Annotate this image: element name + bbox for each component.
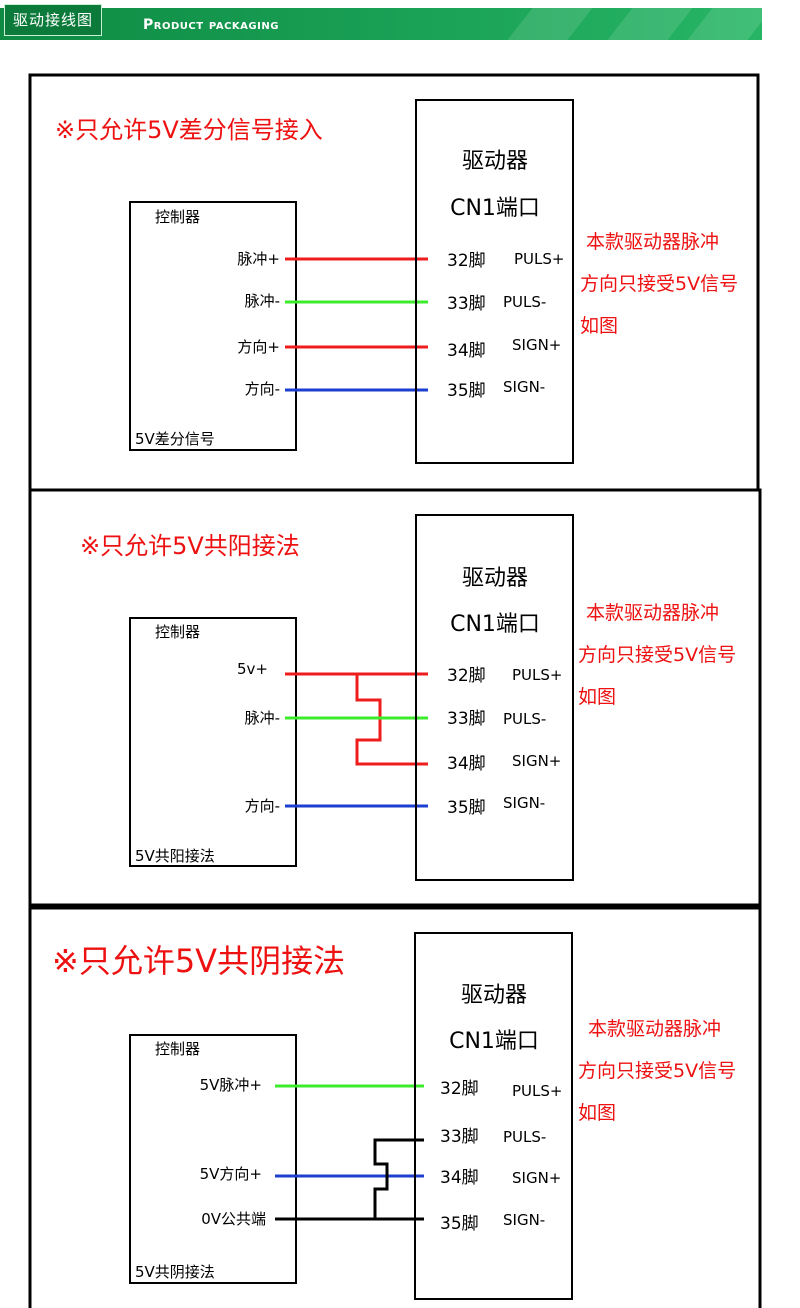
signal-label: PULS+	[512, 666, 562, 684]
pin-label: 34脚	[447, 754, 486, 774]
driver-port: CN1端口	[450, 196, 540, 221]
pin-label: 33脚	[447, 709, 486, 729]
input-label: 方向-	[245, 797, 280, 815]
driver-port: CN1端口	[450, 612, 540, 637]
pin-label: 32脚	[447, 666, 486, 686]
pin-label: 33脚	[440, 1127, 479, 1147]
controller-label: 控制器	[155, 208, 200, 226]
note-line: 本款驱动器脉冲	[586, 602, 719, 624]
panel-border	[28, 73, 760, 492]
wire-red-jumper	[355, 674, 428, 766]
signal-label: PULS+	[512, 1082, 562, 1100]
panel-common-anode: ※只允许5V共阳接法 控制器 5V共阳接法 5v+ 脉冲- 方向- 驱动器 CN…	[28, 488, 762, 907]
note-line: 如图	[578, 1102, 616, 1124]
note-line: 如图	[580, 315, 618, 337]
panel-title: ※只允许5V共阴接法	[52, 942, 345, 980]
signal-label: PULS+	[514, 250, 564, 268]
pin-label: 33脚	[447, 294, 486, 314]
controller-box	[129, 617, 297, 867]
signal-label: SIGN+	[512, 1169, 561, 1187]
driver-box	[415, 99, 574, 464]
pin-label: 35脚	[447, 381, 486, 401]
controller-box	[129, 1034, 297, 1284]
panel-border	[28, 906, 762, 1308]
driver-title: 驱动器	[462, 566, 528, 591]
input-label: 脉冲+	[237, 250, 280, 268]
input-label: 脉冲-	[245, 709, 280, 727]
controller-box	[129, 201, 297, 451]
controller-footer: 5V共阳接法	[135, 847, 215, 865]
input-label: 方向+	[237, 338, 280, 356]
pin-label: 34脚	[447, 341, 486, 361]
pin-label: 32脚	[440, 1079, 479, 1099]
panel-common-cathode: ※只允许5V共阴接法 控制器 5V共阴接法 5V脉冲+ 5V方向+ 0V公共端 …	[28, 906, 762, 1308]
signal-label: PULS-	[503, 1128, 546, 1146]
controller-footer: 5V共阴接法	[135, 1263, 215, 1281]
note-line: 如图	[578, 686, 616, 708]
driver-box	[414, 932, 573, 1300]
pin-label: 35脚	[440, 1214, 479, 1234]
wire-black-jumper	[373, 1138, 424, 1219]
note-line: 本款驱动器脉冲	[586, 231, 719, 253]
signal-label: SIGN-	[503, 1211, 545, 1229]
input-label: 方向-	[245, 380, 280, 398]
controller-label: 控制器	[155, 623, 200, 641]
signal-label: SIGN-	[503, 378, 545, 396]
note-line: 方向只接受5V信号	[578, 1060, 736, 1082]
driver-title: 驱动器	[461, 983, 527, 1008]
driver-title: 驱动器	[462, 149, 528, 174]
banner-background	[0, 8, 762, 40]
input-label: 脉冲-	[245, 292, 280, 310]
signal-label: SIGN+	[512, 752, 561, 770]
controller-label: 控制器	[155, 1040, 200, 1058]
input-label: 5v+	[237, 660, 268, 678]
input-label: 5V脉冲+	[200, 1076, 262, 1094]
input-label: 5V方向+	[200, 1165, 262, 1183]
driver-box	[415, 514, 574, 881]
pin-label: 32脚	[447, 251, 486, 271]
controller-footer: 5V差分信号	[135, 430, 215, 448]
signal-label: PULS-	[503, 710, 546, 728]
pin-label: 34脚	[440, 1168, 479, 1188]
panel-title: ※只允许5V差分信号接入	[55, 116, 323, 144]
input-label: 0V公共端	[201, 1210, 266, 1228]
pin-label: 35脚	[447, 798, 486, 818]
section-banner: 驱动接线图 Product packaging	[0, 0, 773, 42]
note-line: 本款驱动器脉冲	[588, 1018, 721, 1040]
signal-label: PULS-	[503, 293, 546, 311]
panel-title: ※只允许5V共阳接法	[80, 532, 300, 560]
banner-title: Product packaging	[143, 17, 279, 33]
note-line: 方向只接受5V信号	[580, 273, 738, 295]
note-line: 方向只接受5V信号	[578, 644, 736, 666]
driver-port: CN1端口	[449, 1029, 539, 1054]
banner-tag: 驱动接线图	[4, 4, 103, 36]
panel-differential: ※只允许5V差分信号接入 控制器 5V差分信号 脉冲+ 脉冲- 方向+ 方向- …	[28, 73, 760, 492]
signal-label: SIGN-	[503, 794, 545, 812]
signal-label: SIGN+	[512, 336, 561, 354]
panel-border	[28, 488, 762, 907]
